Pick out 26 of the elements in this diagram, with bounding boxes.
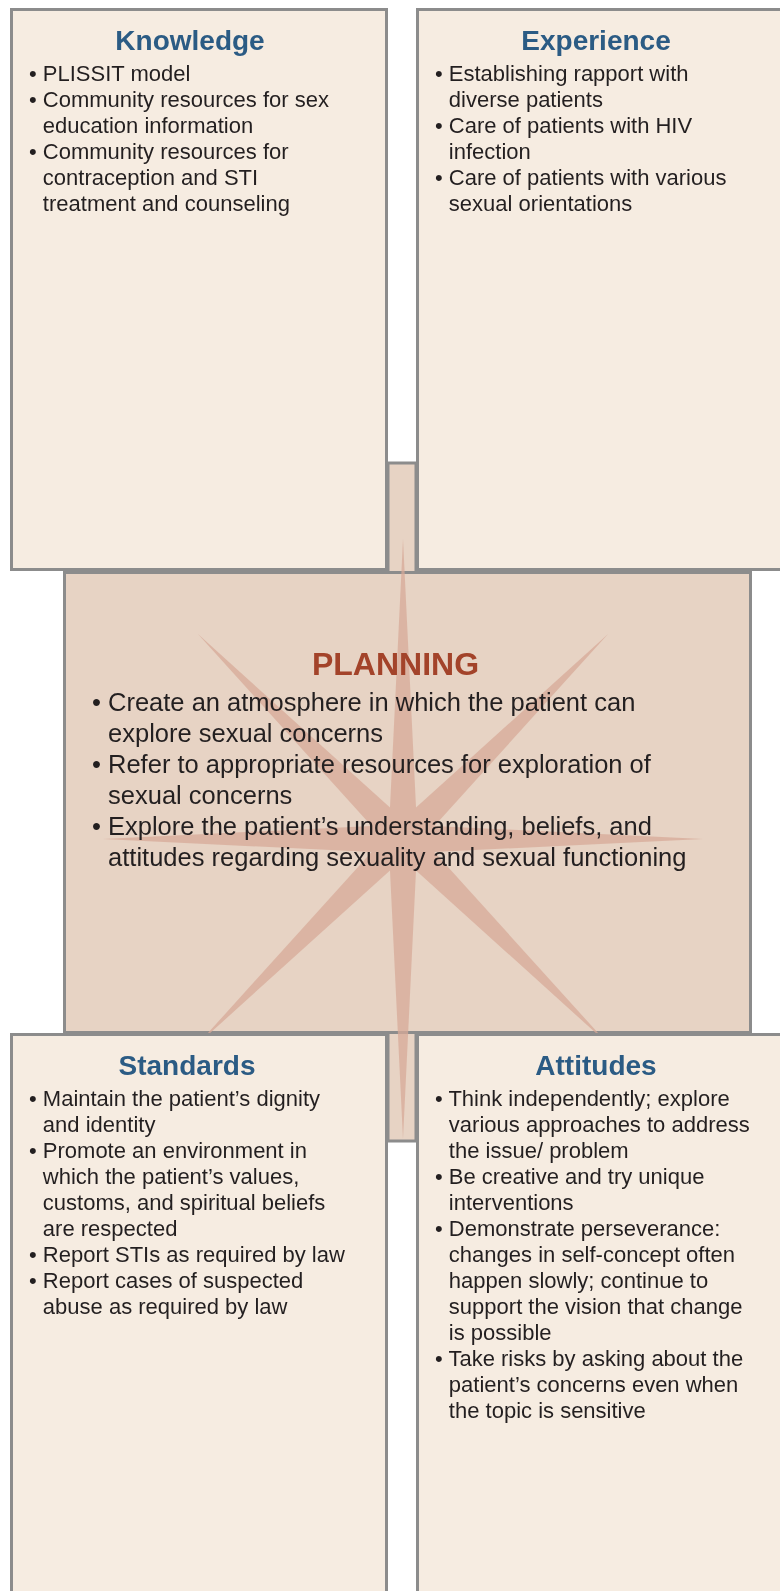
bullet-item: • Take risks by asking about the patient’s concerns even when the topic is sensitive [435, 1346, 745, 1424]
bullet-item: • Explore the patient’s understanding, beliefs, and attitudes regarding sexuality and sexual functioning [92, 811, 688, 873]
bullet-item: • Report STIs as required by law [29, 1242, 345, 1268]
bullet-item: • Community resources for sex education information [29, 87, 330, 139]
bullet-item: • PLISSIT model [29, 61, 192, 87]
box-heading: Standards [117, 1050, 257, 1082]
box-heading: Attitudes [534, 1050, 658, 1082]
text-box [416, 1033, 780, 1591]
text-box [10, 1033, 388, 1591]
bullet-item: • Promote an environment in which the patient’s values, customs, and spiritual beliefs are respected [29, 1138, 327, 1242]
text-box [416, 8, 780, 571]
bullet-item: • Demonstrate perseverance: changes in self-concept often happen slowly; continue to support the vision that change is possible [435, 1216, 744, 1346]
text-box [10, 8, 388, 571]
bullet-item: • Establishing rapport with diverse patients [435, 61, 690, 113]
bullet-item: • Community resources for contraception and STI treatment and counseling [29, 139, 291, 217]
bullet-item: • Create an atmosphere in which the patient can explore sexual concerns [92, 687, 637, 749]
bullet-item: • Refer to appropriate resources for exploration of sexual concerns [92, 749, 652, 811]
bullet-item: • Maintain the patient’s dignity and identity [29, 1086, 322, 1138]
bullet-item: • Care of patients with various sexual orientations [435, 165, 728, 217]
bullet-item: • Be creative and try unique interventions [435, 1164, 706, 1216]
bullet-item: • Report cases of suspected abuse as required by law [29, 1268, 305, 1320]
box-heading: Experience [520, 25, 672, 57]
bullet-item: • Think independently; explore various approaches to address the issue/ problem [435, 1086, 751, 1164]
box-heading: Knowledge [114, 25, 266, 57]
bullet-item: • Care of patients with HIV infection [435, 113, 694, 165]
box-heading: PLANNING [310, 646, 481, 683]
